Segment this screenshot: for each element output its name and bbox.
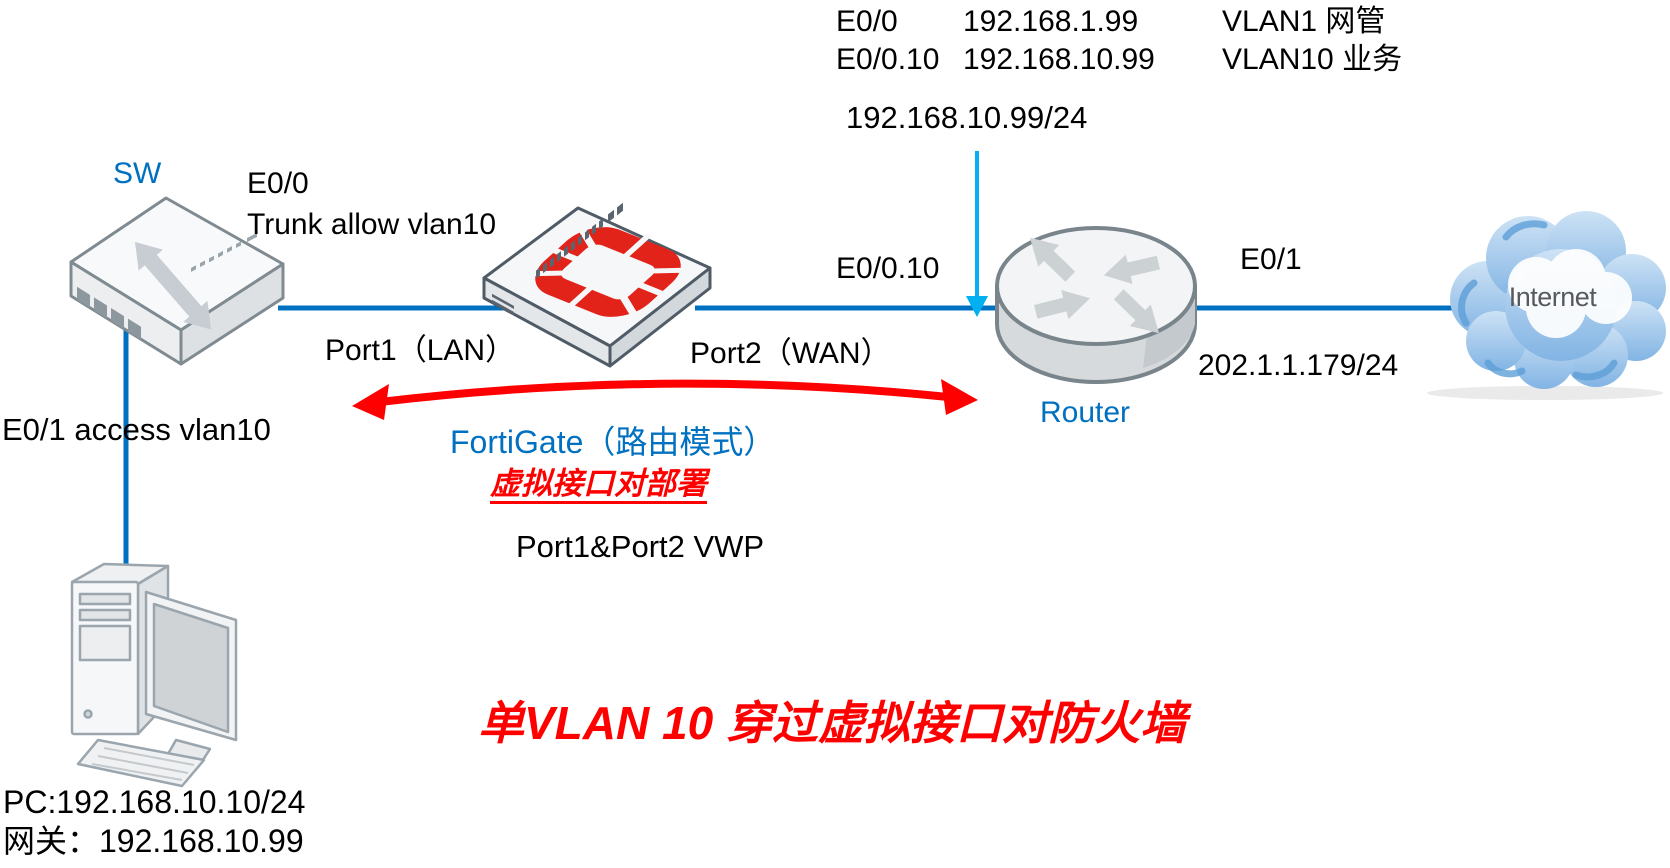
fortigate-mode-label: FortiGate（路由模式） xyxy=(450,424,776,460)
fortigate-port2-label: Port2（WAN） xyxy=(690,337,891,370)
fortigate-ports xyxy=(492,202,623,315)
pc-ip-label: PC:192.168.10.10/24 xyxy=(3,784,306,820)
diagram-title: 单VLAN 10 穿过虚拟接口对防火墙 xyxy=(478,697,1186,749)
switch-ports xyxy=(77,286,141,340)
intf-row2-ip: 192.168.10.99 xyxy=(963,43,1155,76)
cloud-shadow xyxy=(1427,386,1663,400)
fortigate-vwp-label: Port1&Port2 VWP xyxy=(516,529,765,564)
intf-row2-vlan: VLAN10 业务 xyxy=(1222,43,1403,76)
fortigate-port1-label: Port1（LAN） xyxy=(325,334,516,367)
intf-row1-ip: 192.168.1.99 xyxy=(963,5,1139,38)
router-icon xyxy=(995,226,1197,384)
switch-access-port-label: E0/1 access vlan10 xyxy=(2,412,271,447)
router-wan-ip-label: 202.1.1.179/24 xyxy=(1198,349,1399,382)
router-arrows-glyph xyxy=(1029,237,1160,334)
fortigate-icon xyxy=(482,202,712,368)
pc-icon xyxy=(70,562,238,788)
internet-label: Internet xyxy=(1508,282,1597,312)
subinterface-ip-label: 192.168.10.99/24 xyxy=(846,100,1088,135)
switch-name-label: SW xyxy=(113,157,162,190)
switch-leds xyxy=(191,232,257,272)
pc-gateway-label: 网关：192.168.10.99 xyxy=(3,823,304,859)
cyan-pointer-arrow xyxy=(966,151,988,317)
switch-arrows-glyph xyxy=(135,242,212,330)
intf-row1-vlan: VLAN1 网管 xyxy=(1222,5,1386,38)
fortigate-deployment-label: 虚拟接口对部署 xyxy=(490,466,707,501)
router-name-label: Router xyxy=(1040,396,1131,429)
red-bidirectional-arrow xyxy=(352,379,978,420)
switch-trunk-label: Trunk allow vlan10 xyxy=(247,208,497,241)
internet-cloud-icon xyxy=(1450,211,1666,389)
router-subinterface-label: E0/0.10 xyxy=(836,252,940,285)
router-interface-table: E0/0 192.168.1.99 VLAN1 网管 E0/0.10 192.1… xyxy=(836,3,1402,79)
switch-icon xyxy=(69,196,285,366)
router-wan-port-label: E0/1 xyxy=(1240,243,1302,276)
intf-row1-port: E0/0 xyxy=(836,5,898,38)
switch-uplink-port-label: E0/0 xyxy=(247,167,309,200)
intf-row2-port: E0/0.10 xyxy=(836,43,940,76)
